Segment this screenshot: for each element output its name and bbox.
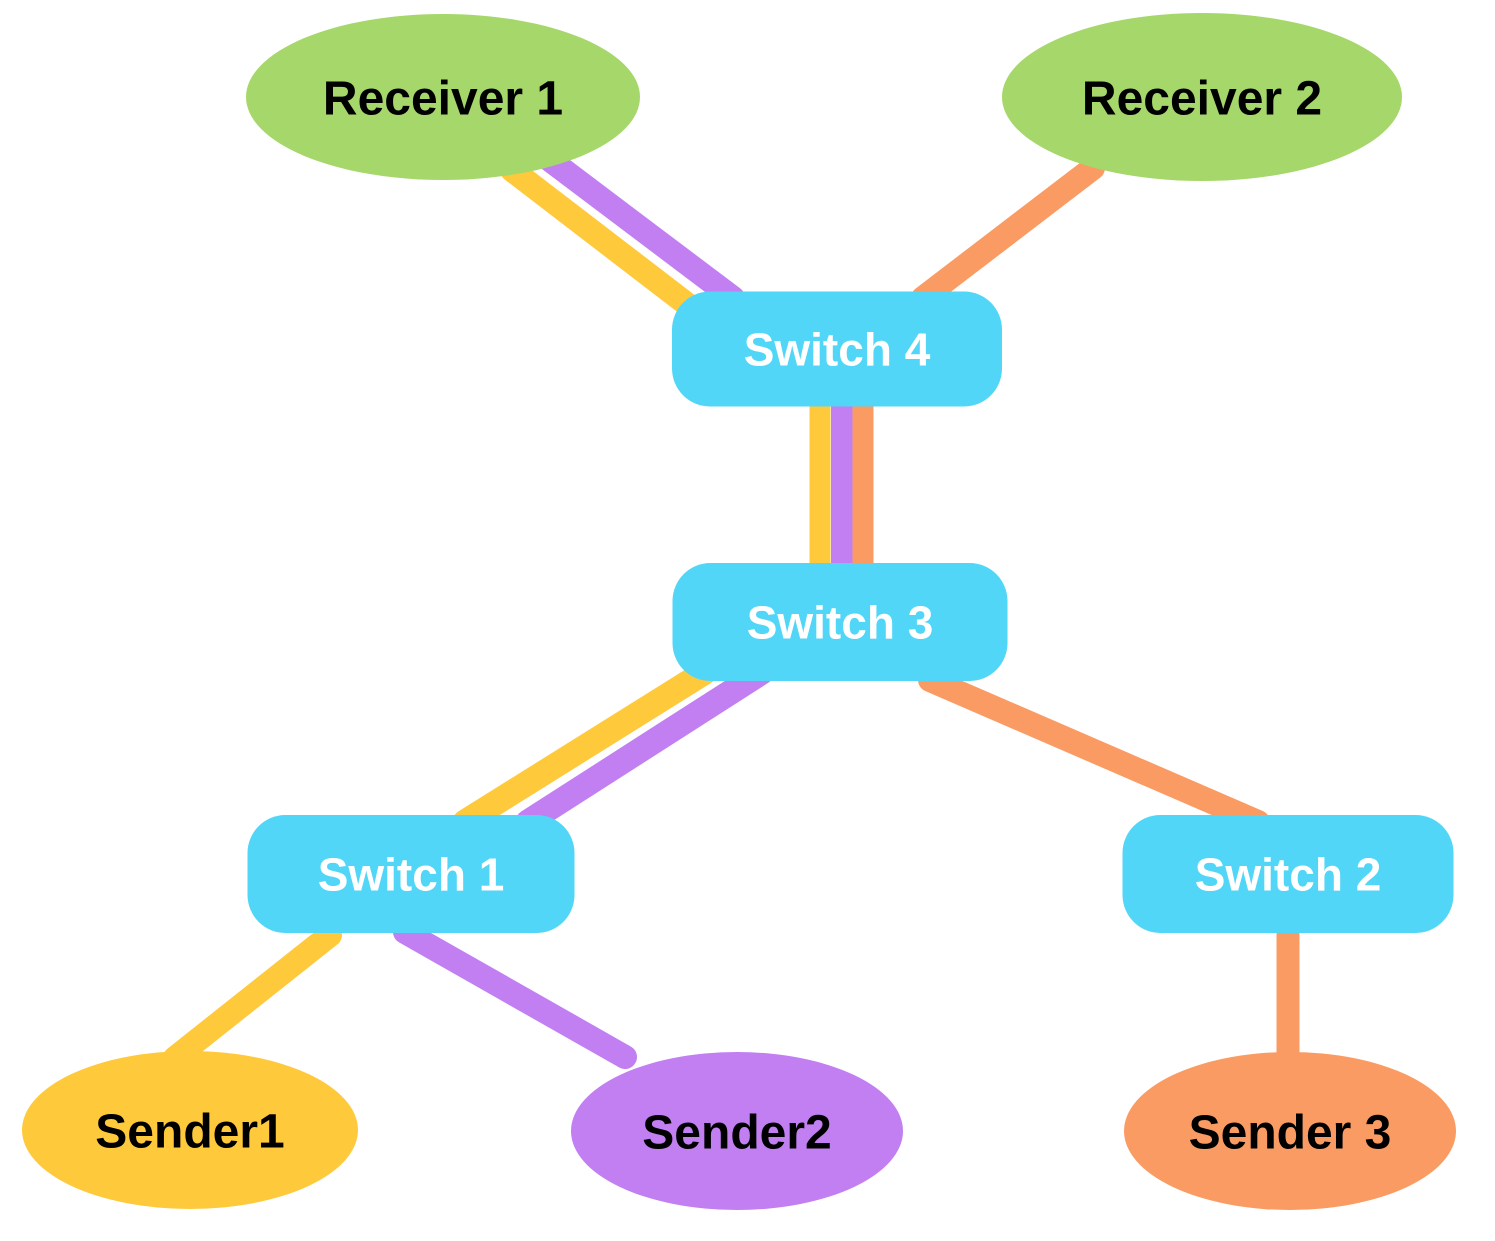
node-label-switch3: Switch 3 (747, 597, 934, 649)
link-switch4-receiver1-p (538, 148, 745, 310)
link-switch4-receiver2 (911, 156, 1105, 310)
node-receiver2[interactable]: Receiver 2 (1002, 13, 1402, 181)
node-label-receiver1: Receiver 1 (323, 72, 563, 125)
switch-box[interactable] (672, 291, 1002, 407)
link-switch1-switch3-y (452, 659, 718, 835)
node-label-switch4: Switch 4 (744, 324, 931, 376)
node-label-switch1: Switch 1 (318, 849, 505, 901)
link-switch1-switch3-p (515, 659, 775, 835)
node-sender2[interactable]: Sender2 (571, 1052, 903, 1210)
switch-box[interactable] (672, 563, 1008, 681)
node-sender1[interactable]: Sender1 (22, 1051, 358, 1209)
receiver-ellipse[interactable] (246, 14, 640, 180)
node-switch4[interactable]: Switch 4 (672, 291, 1002, 407)
sender-ellipse[interactable] (22, 1051, 358, 1209)
sender-ellipse[interactable] (1124, 1052, 1456, 1210)
node-label-receiver2: Receiver 2 (1082, 72, 1322, 125)
node-sender3[interactable]: Sender 3 (1124, 1052, 1456, 1210)
switch-box[interactable] (247, 815, 575, 933)
link-switch4-receiver1-y (500, 158, 700, 317)
nodes-layer: Receiver 1 Receiver 2 Switch 4 Switch 3 Swit… (22, 13, 1456, 1210)
sender-ellipse[interactable] (571, 1052, 903, 1210)
node-label-sender3: Sender 3 (1189, 1106, 1392, 1159)
link-sender2-switch1 (393, 920, 637, 1069)
node-label-sender2: Sender2 (642, 1106, 831, 1159)
receiver-ellipse[interactable] (1002, 13, 1402, 181)
node-receiver1[interactable]: Receiver 1 (246, 14, 640, 180)
link-sender1-switch1 (163, 923, 342, 1070)
node-switch3[interactable]: Switch 3 (672, 563, 1008, 681)
node-label-sender1: Sender1 (95, 1105, 284, 1158)
switch-box[interactable] (1122, 815, 1454, 933)
link-switch2-switch3 (918, 668, 1270, 834)
node-label-switch2: Switch 2 (1195, 849, 1382, 901)
links-layer (163, 148, 1300, 1080)
node-switch1[interactable]: Switch 1 (247, 815, 575, 933)
node-switch2[interactable]: Switch 2 (1122, 815, 1454, 933)
